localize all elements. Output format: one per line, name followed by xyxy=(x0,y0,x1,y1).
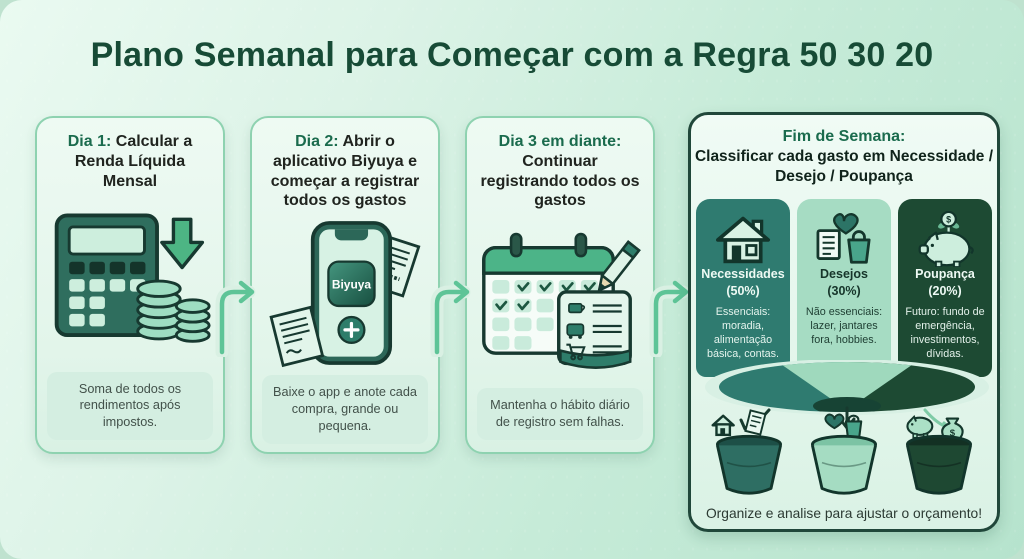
phone-expense-app-icon: Biyuya xyxy=(269,221,421,368)
flow-arrow-icon xyxy=(430,280,471,357)
card-day-3-heading: Dia 3 em diante: Continuar registrando t… xyxy=(477,132,643,211)
funnel-icon xyxy=(705,360,989,431)
category-needs-description: Essenciais: moradia, alimentação básica,… xyxy=(706,305,780,360)
app-name-label: Biyuya xyxy=(332,278,372,292)
page-title: Plano Semanal para Começar com a Regra 5… xyxy=(90,36,934,74)
card-day-2-heading-highlight: Dia 2: xyxy=(295,133,339,150)
shopping-bag-icon xyxy=(844,414,863,438)
category-needs: Necessidades (50%) Essenciais: moradia, … xyxy=(696,199,790,377)
category-wants-name: Desejos xyxy=(820,267,868,281)
category-needs-percent: (50%) xyxy=(726,283,760,298)
card-weekend-heading: Fim de Semana: Classificar cada gasto em… xyxy=(691,127,997,187)
pencil-icon xyxy=(597,240,641,292)
cup-icon xyxy=(568,302,583,314)
card-weekend-heading-rest: Classificar cada gasto em Necessidade / … xyxy=(694,148,994,186)
coin-stack-short xyxy=(174,298,211,343)
card-day-3-heading-highlight: Dia 3 em diante: xyxy=(498,133,622,150)
category-needs-name: Necessidades xyxy=(701,267,785,281)
card-day-3-art xyxy=(477,211,643,388)
cart-icon xyxy=(566,343,586,361)
card-day-2-heading-rest: Abrir o aplicativo Biyuya e começar a re… xyxy=(270,133,420,210)
card-weekend-heading-highlight: Fim de Semana: xyxy=(782,128,906,145)
card-day-3-note: Mantenha o hábito diário de registro sem… xyxy=(477,388,643,440)
expense-list-icon xyxy=(557,290,632,369)
card-day-1-art xyxy=(47,191,213,371)
calendar-tracking-icon xyxy=(482,232,641,369)
category-savings-description: Futuro: fundo de emergência, investiment… xyxy=(905,305,985,360)
coin-icon xyxy=(940,211,957,228)
category-wants-description: Não essenciais: lazer, jantares fora, ho… xyxy=(805,305,883,346)
wants-bucket xyxy=(811,413,877,495)
card-day-2: Dia 2: Abrir o aplicativo Biyuya e começ… xyxy=(250,116,440,454)
card-day-1-heading: Dia 1: Calcular a Renda Líquida Mensal xyxy=(47,132,213,191)
shopping-bag-icon xyxy=(847,238,871,264)
receipt-icon xyxy=(269,305,325,368)
needs-bucket xyxy=(711,409,782,495)
currency-symbol: $ xyxy=(950,428,956,439)
bus-icon xyxy=(566,323,585,337)
currency-symbol: $ xyxy=(946,215,951,225)
category-wants: Desejos (30%) Não essenciais: lazer, jan… xyxy=(797,199,891,377)
card-day-1: Dia 1: Calcular a Renda Líquida Mensal xyxy=(35,116,225,454)
card-day-1-heading-rest: Calcular a Renda Líquida Mensal xyxy=(74,133,193,190)
category-wants-percent: (30%) xyxy=(827,283,861,298)
card-weekend: Fim de Semana: Classificar cada gasto em… xyxy=(688,112,1000,532)
savings-bucket: $ xyxy=(906,414,972,495)
heart-icon xyxy=(824,413,845,430)
piggy-bank-icon: $ xyxy=(918,211,974,267)
heart-icon xyxy=(833,213,859,235)
coin-stack-tall xyxy=(136,279,182,340)
category-savings-percent: (20%) xyxy=(928,283,962,298)
card-day-3: Dia 3 em diante: Continuar registrando t… xyxy=(465,116,655,454)
calculator-coins-icon xyxy=(54,213,211,343)
card-day-2-art: Biyuya xyxy=(262,211,428,375)
app-tile xyxy=(327,260,376,308)
card-day-2-heading: Dia 2: Abrir o aplicativo Biyuya e começ… xyxy=(262,132,428,211)
piggy-bank-icon xyxy=(906,414,934,439)
down-arrow-icon xyxy=(160,217,205,269)
card-day-2-note: Baixe o app e anote cada compra, grande … xyxy=(262,375,428,444)
card-day-1-heading-highlight: Dia 1: xyxy=(67,133,112,150)
category-savings-name: Poupança xyxy=(915,267,975,281)
flow-arrow-icon xyxy=(215,280,256,357)
category-columns: Necessidades (50%) Essenciais: moradia, … xyxy=(696,199,992,377)
house-icon xyxy=(716,216,770,264)
receipt-icon xyxy=(744,409,767,436)
card-day-1-note: Soma de todos os rendimentos após impost… xyxy=(47,371,213,440)
card-day-3-heading-rest: Continuar registrando todos os gastos xyxy=(480,152,640,210)
card-weekend-footer: Organize e analise para ajustar o orçame… xyxy=(705,506,983,521)
heart-shopping-icon xyxy=(816,213,871,264)
house-icon xyxy=(711,414,735,437)
category-savings: $ Poupança (20%) Futuro: fundo de emergê… xyxy=(898,199,992,377)
sorting-buckets: $ xyxy=(691,408,997,500)
phone-notch xyxy=(334,229,369,241)
flow-arrow-icon xyxy=(649,280,690,357)
